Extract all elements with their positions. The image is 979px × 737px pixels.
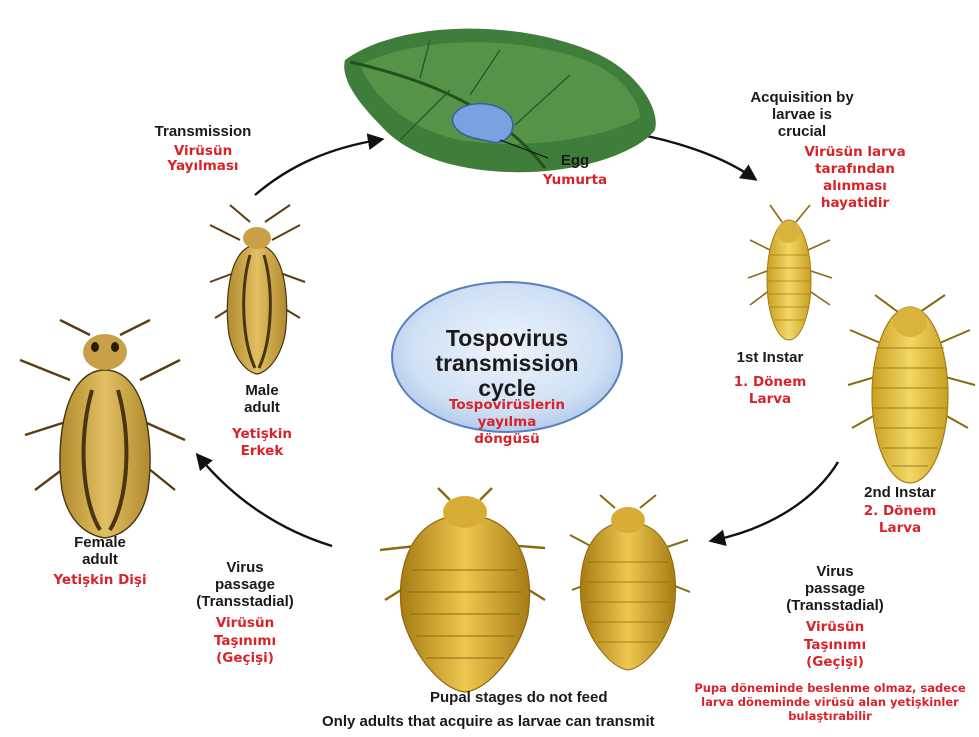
passage-left-en-3: (Transstadial) [175,594,315,611]
egg-en: Egg [535,153,615,170]
male-en-1: Male [222,383,302,400]
passage-right-tr-3: (Geçişi) [765,655,905,670]
passage-right-en-2: passage [765,581,905,598]
male-tr-2: Erkek [222,444,302,459]
male-en-2: adult [222,400,302,417]
transmission-tr-2: Yayılması [128,159,278,174]
acquisition-tr-1: Virüsün larva [790,145,920,160]
pupal-en-2: Only adults that acquire as larvae can t… [322,714,772,731]
passage-right-tr-2: Taşınımı [765,638,905,653]
center-title-line-2: transmission [407,351,607,376]
acquisition-tr-4: hayatidir [790,196,920,211]
first-instar-en: 1st Instar [725,350,815,367]
passage-right-en-3: (Transstadial) [765,598,905,615]
second-instar-label: 2nd Instar 2. Dönem Larva [845,485,955,536]
pupa-icon-small [570,495,690,670]
center-title-line-1: Tospovirus [407,326,607,351]
thrips-icon-female [20,320,185,538]
passage-right-en-1: Virus [765,564,905,581]
transmission-en: Transmission [128,124,278,141]
passage-left-tr-2: Taşınımı [175,634,315,649]
acquisition-en-1: Acquisition by [722,90,882,107]
center-tr-2: yayılma [432,415,582,430]
acquisition-en-2: larvae is [722,107,882,124]
larva-icon [748,205,832,340]
pupal-note-en-2: Only adults that acquire as larvae can t… [322,714,772,731]
transmission-tr-1: Virüsün [128,144,278,159]
passage-left-tr-3: (Geçişi) [175,651,315,666]
passage-left-en-1: Virus [175,560,315,577]
pupa-icon [380,488,545,692]
passage-right-tr-1: Virüsün [765,620,905,635]
acquisition-label: Acquisition by larvae is crucial [722,90,882,140]
egg-label: Egg Yumurta [535,153,615,188]
acquisition-tr-2: tarafından [790,162,920,177]
acquisition-tr-label: Virüsün larva tarafından alınması hayati… [790,142,920,211]
transmission-label: Transmission Virüsün Yayılması [128,124,278,174]
first-instar-tr-2: Larva [725,392,815,407]
male-tr-1: Yetişkin [222,427,302,442]
first-instar-tr-1: 1. Dönem [725,375,815,390]
larva-icon-large [848,295,975,483]
pupal-tr-2: larva döneminde virüsü alan yetişkinler [690,696,970,709]
first-instar-label: 1st Instar 1. Dönem Larva [725,350,815,407]
thrips-icon-male [210,205,305,374]
egg-tr: Yumurta [535,173,615,188]
passage-right-label: Virus passage (Transstadial) Virüsün Taş… [765,564,905,670]
female-en-2: adult [45,552,155,569]
center-tr-3: döngüsü [432,432,582,447]
arrow-instar-to-pupa [715,462,838,540]
acquisition-en-3: crucial [722,124,882,141]
center-title-tr: Tospovirüslerin yayılma döngüsü [432,398,582,447]
male-label: Male adult Yetişkin Erkek [222,383,302,459]
center-title: Tospovirus transmission cycle [407,326,607,400]
leaf-icon [344,29,656,173]
pupal-tr-1: Pupa döneminde beslenme olmaz, sadece [690,682,970,695]
female-label: Female adult Yetişkin Dişi [45,535,155,588]
passage-left-label: Virus passage (Transstadial) Virüsün Taş… [175,560,315,666]
pupal-note-en-1: Pupal stages do not feed [430,690,680,707]
center-tr-1: Tospovirüslerin [432,398,582,413]
passage-left-tr-1: Virüsün [175,616,315,631]
female-tr: Yetişkin Dişi [45,573,155,588]
pupal-en-1: Pupal stages do not feed [430,690,680,707]
arrow-pupa-to-adult [200,458,332,546]
female-en-1: Female [45,535,155,552]
second-instar-tr-1: 2. Dönem [845,504,955,519]
passage-left-en-2: passage [175,577,315,594]
second-instar-en: 2nd Instar [845,485,955,502]
second-instar-tr-2: Larva [845,521,955,536]
acquisition-tr-3: alınması [790,179,920,194]
